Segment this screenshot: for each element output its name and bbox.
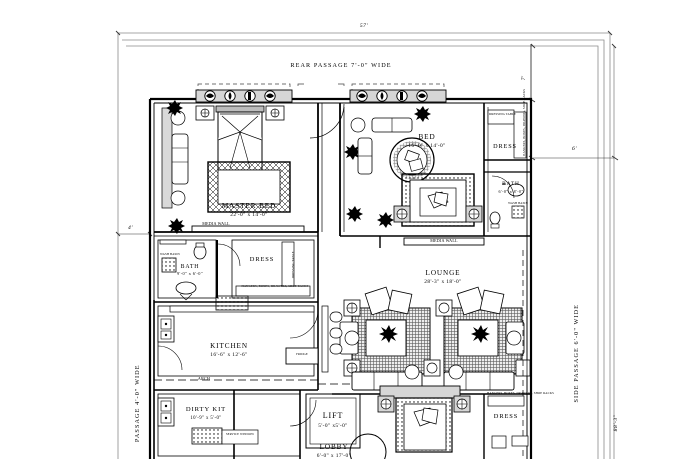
planter-icon [204,90,276,102]
media-wall-label-lounge: MEDIA WALL [430,238,458,243]
room-dim-bed-bath: 6'-0" x 8'-0" [498,189,524,194]
master-bath [157,239,218,301]
fridge-icon [285,347,319,365]
overall-width-dimension: 57' [359,23,369,29]
room-label-bed: BED [418,133,436,141]
closet-contents-bed: HANGERS, BOXES, DRAWERS, SHOE RACKS [522,88,527,156]
room-dim-dirty-kit: 10'-9" x 5'-0" [190,416,222,421]
room-dim-lobby: 6'-0" x 17'-0" [316,453,352,459]
rear-passage-label: REAR PASSAGE 7'-0" WIDE [290,62,392,69]
door-swing-icon [491,175,515,199]
room-dim-kitchen: 16'-6" x 12'-6" [210,352,248,358]
room-label-kitchen: KITCHEN [210,342,248,350]
room-dim-master-bed: 22'-0" x 14'-0" [230,212,268,218]
room-dim-master-bath: 9'-0" x 6'-0" [176,271,204,276]
door-swing-icon [217,243,241,267]
side-glazing [522,250,528,459]
room-label-master-bed: MASTER BED [221,202,277,210]
rug-icon [389,137,435,183]
door-swing-icon [309,103,345,139]
wash-basin-icon [511,205,525,219]
room-dim-lift: 5'-0" x5'-0" [318,423,348,429]
rug-icon [207,161,291,213]
lift-shaft [305,393,361,449]
side-table-icon [195,105,285,121]
room-dim-bed: 16'-0" x 14'-0" [408,143,446,149]
sofa-icon [161,107,189,209]
door-swing-icon [289,309,319,339]
sink-icon [157,315,175,343]
left-offset-dimension: 4' [128,225,133,231]
room-label-bottom-dress: DRESS [493,413,519,420]
wc-icon [489,211,501,229]
door-swing-icon [289,399,317,427]
room-dim-lounge: 28'-3" x 18'-0" [424,279,462,285]
bathtub-icon [502,183,525,197]
service-window-label: SERVICE WINDOW [225,432,255,436]
bottom-bedroom [349,385,529,459]
dressing-table-label-bed: DRESSING TABLE [489,112,516,116]
room-label-dirty-kit: DIRTY KIT [185,406,227,413]
bed-dress-bath [487,109,527,229]
dimension-frame [117,32,615,459]
room-label-master-bath: BATH [180,264,200,270]
dressing-table-label-master: DRESSING TABLE [291,251,296,279]
lobby [289,399,317,427]
counter-stools [321,305,343,373]
sofa-icon [350,117,413,175]
overall-height-dimension: 88'-3" [613,414,620,432]
media-wall-label-master: MEDIA WALL [202,221,230,226]
sink-icon [175,281,197,301]
media-wall-lounge [403,237,485,246]
stove-icon [215,295,249,311]
side-passage-label: SIDE PASSAGE 6'-0" WIDE [572,303,580,403]
fridge-label: FRIDGE [296,352,308,356]
door-swing-icon [157,345,183,371]
side-table-icon [393,205,483,223]
left-passage-label: PASSAGE 4'-0" WIDE [133,364,141,443]
room-label-lounge: LOUNGE [425,269,461,277]
closet-contents-master: HANGERS, BOXES, DRAWERS, SHOE RACKS [241,284,309,288]
room-label-master-dress: DRESS [249,256,275,263]
planter-icon [356,90,428,102]
stove-icon [191,427,223,445]
service-window-box [221,429,259,445]
second-bedroom [297,83,485,246]
wash-basin-label-master: WASH BASIN [160,252,180,256]
master-dress-closet [217,239,315,299]
top-right-offset-dimension: 7' [521,75,528,81]
room-label-lobby: LOBBY [319,443,349,451]
bed-icon [401,173,475,227]
bed-icon [215,105,265,171]
room-label-bed-bath: BATH [502,181,520,187]
dirty-kitchen [157,393,301,457]
wash-basin-icon [161,257,177,273]
arch-label: ARCH [197,376,211,381]
right-offset-dimension: 6' [572,146,577,152]
side-table-icon [377,395,471,413]
planter-icon [166,100,431,234]
closet-contents-bottom: HANGERS, BOXES, DRAWERS, SHOE RACKS [487,391,554,395]
wash-basin-label-bed: WASH BASIN [508,201,528,205]
wc-icon [193,242,207,260]
lounge-seating-right [435,286,531,391]
room-label-bed-dress: DRESS [493,143,517,150]
lounge-seating-left [339,286,441,391]
kitchen [157,295,343,377]
sink-icon [157,397,175,427]
room-label-lift: LIFT [322,411,344,420]
master-bedroom [161,89,431,234]
